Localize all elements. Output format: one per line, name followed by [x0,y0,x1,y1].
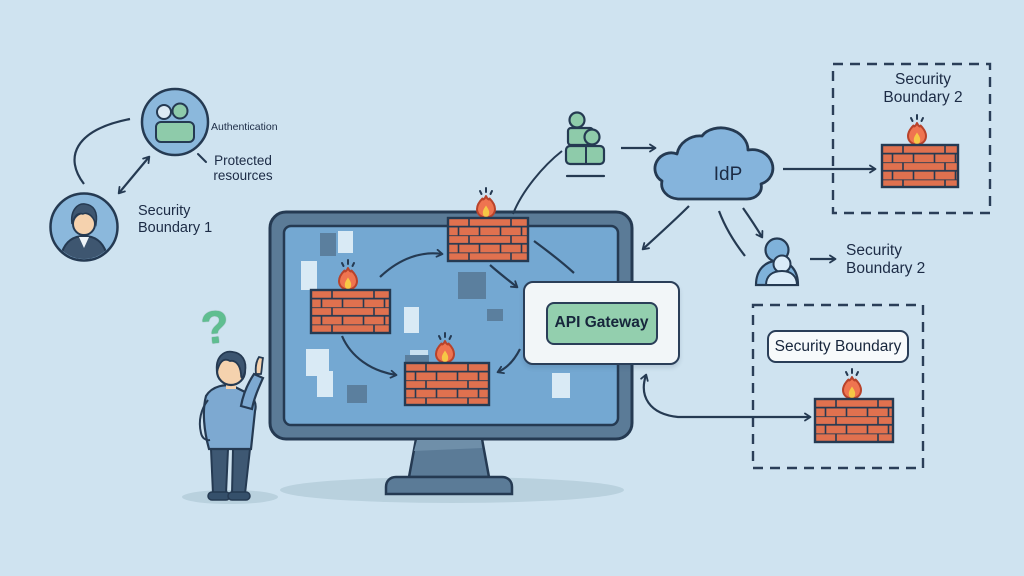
firewall-icon [309,259,392,335]
auth-flow-arrows [73,117,207,195]
users-group-icon [512,111,606,215]
idp-flow-arrows [641,164,877,264]
cloud-icon [653,126,775,201]
monitor-icon [268,210,634,503]
security-boundary-2-right-label: Security Boundary 2 [846,242,926,277]
api-gateway-card: API Gateway [523,281,680,365]
api-gateway-label: API Gateway [545,301,658,345]
person-figure [182,350,278,504]
firewall-icon [446,187,530,263]
users-duo-icon [140,87,210,157]
authentication-label: Authentication [211,121,278,133]
user-avatar-icon [49,192,119,262]
screen-flow-arrows [340,240,575,379]
firewall-icon [813,368,895,444]
firewall-icon [880,114,960,189]
protected-resources-label: Protected resources [213,153,273,184]
question-mark-icon: ? [198,299,232,355]
user-icon [754,237,800,287]
security-boundary-bottom-label: Security Boundary [767,330,909,363]
security-boundary-2-top-label: Security Boundary 2 [883,71,963,106]
security-boundary-1-label: Security Boundary 1 [138,203,213,236]
idp-label: IdP [713,164,743,185]
arrow-gateway-to-boundary [640,373,812,422]
firewall-icon [403,332,491,407]
